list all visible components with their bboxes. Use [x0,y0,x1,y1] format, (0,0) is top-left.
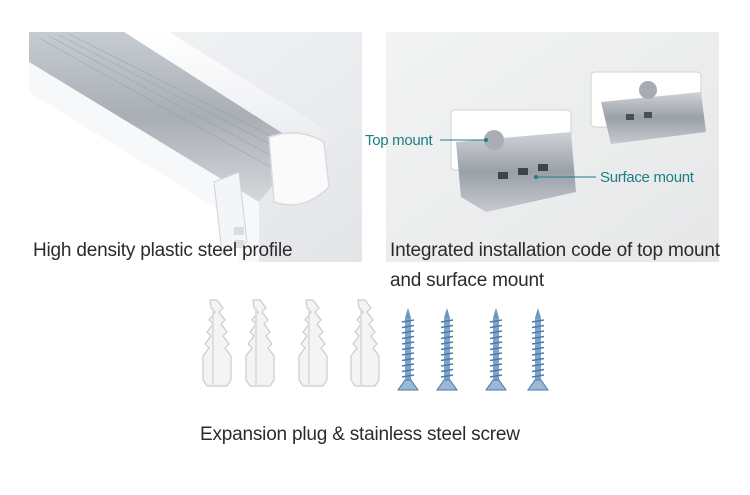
steel-screw [527,308,549,391]
bracket-caption: Integrated installation code of top moun… [390,240,720,291]
top-mount-label: Top mount [365,132,433,149]
expansion-plug [202,299,232,387]
hardware-illustration [202,299,549,391]
surface-mount-label: Surface mount [600,169,694,186]
expansion-plug [298,299,328,387]
bracket-back [590,71,706,144]
hardware-caption: Expansion plug & stainless steel screw [200,424,520,445]
expansion-plug [245,299,275,387]
hardware-row [0,290,750,410]
expansion-plug [350,299,380,387]
profile-photo [29,32,362,262]
steel-screw [485,308,507,391]
bracket-illustration [386,32,719,262]
bracket-front [450,109,576,212]
profile-illustration [29,32,362,262]
steel-screw [436,308,458,391]
profile-caption: High density plastic steel profile [33,240,293,261]
bracket-photo [386,32,719,262]
steel-screw [397,308,419,391]
